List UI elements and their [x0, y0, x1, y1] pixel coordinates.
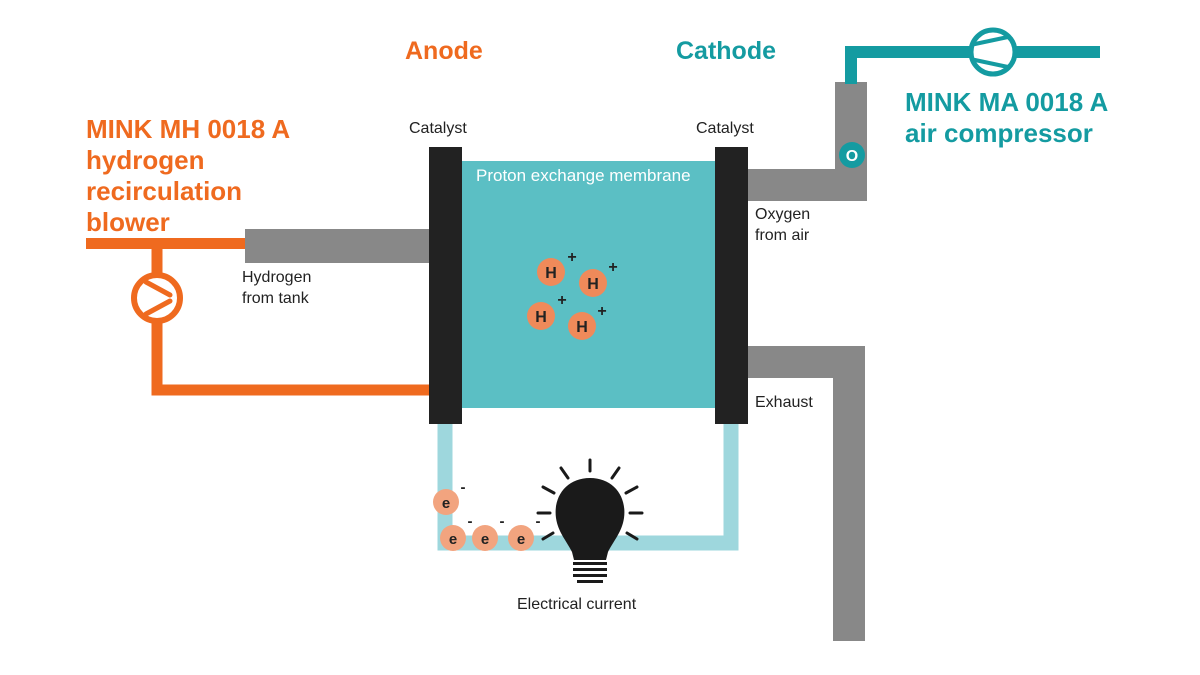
recirculation-line	[151, 244, 432, 396]
hydrogen-blower-label: MINK MH 0018 A hydrogen recirculation bl…	[86, 114, 291, 237]
anode-catalyst-plate	[429, 147, 462, 424]
compressor-icon	[968, 27, 1018, 77]
svg-text:+: +	[608, 259, 617, 276]
hydrogen-tank-pipe	[245, 229, 432, 263]
proton-h-4: H +	[568, 303, 607, 340]
membrane-label: Proton exchange membrane	[476, 166, 691, 185]
svg-text:H: H	[535, 309, 547, 326]
oxygen-from-air-label: Oxygen from air	[755, 206, 811, 244]
blower-icon	[131, 272, 183, 324]
svg-text:e: e	[517, 531, 525, 548]
anode-heading: Anode	[405, 37, 483, 65]
proton-h-1: H +	[537, 249, 577, 286]
svg-text:e: e	[481, 531, 489, 548]
svg-text:O: O	[846, 148, 858, 165]
cathode-heading: Cathode	[676, 37, 776, 65]
electrical-current-label: Electrical current	[517, 596, 637, 613]
electron-4: e -	[508, 513, 541, 551]
blower-inlet-line	[86, 238, 245, 249]
oxygen-particle: O	[839, 142, 865, 168]
exhaust-pipe	[745, 346, 865, 641]
svg-text:H: H	[576, 319, 588, 336]
svg-text:-: -	[500, 513, 505, 530]
hydrogen-from-tank-label: Hydrogen from tank	[242, 269, 312, 307]
cathode-catalyst-plate	[715, 147, 748, 424]
electron-2: e -	[440, 513, 473, 551]
air-compressor-label: MINK MA 0018 A air compressor	[905, 87, 1109, 148]
light-bulb-icon	[536, 458, 644, 583]
svg-text:-: -	[461, 479, 466, 496]
electron-3: e -	[472, 513, 505, 551]
cathode-catalyst-label: Catalyst	[696, 120, 754, 137]
svg-text:+: +	[557, 292, 566, 309]
svg-text:e: e	[449, 531, 457, 548]
proton-h-2: H +	[579, 259, 618, 297]
electron-1: e -	[433, 479, 466, 515]
svg-text:+: +	[597, 303, 606, 320]
proton-h-3: H +	[527, 292, 567, 330]
svg-text:+: +	[567, 249, 576, 266]
svg-text:-: -	[468, 513, 473, 530]
oxygen-air-pipe	[745, 82, 867, 201]
svg-text:H: H	[545, 265, 557, 282]
anode-catalyst-label: Catalyst	[409, 120, 467, 137]
exhaust-label: Exhaust	[755, 394, 813, 411]
svg-text:e: e	[442, 495, 450, 512]
svg-text:-: -	[536, 513, 541, 530]
svg-text:H: H	[587, 276, 599, 293]
